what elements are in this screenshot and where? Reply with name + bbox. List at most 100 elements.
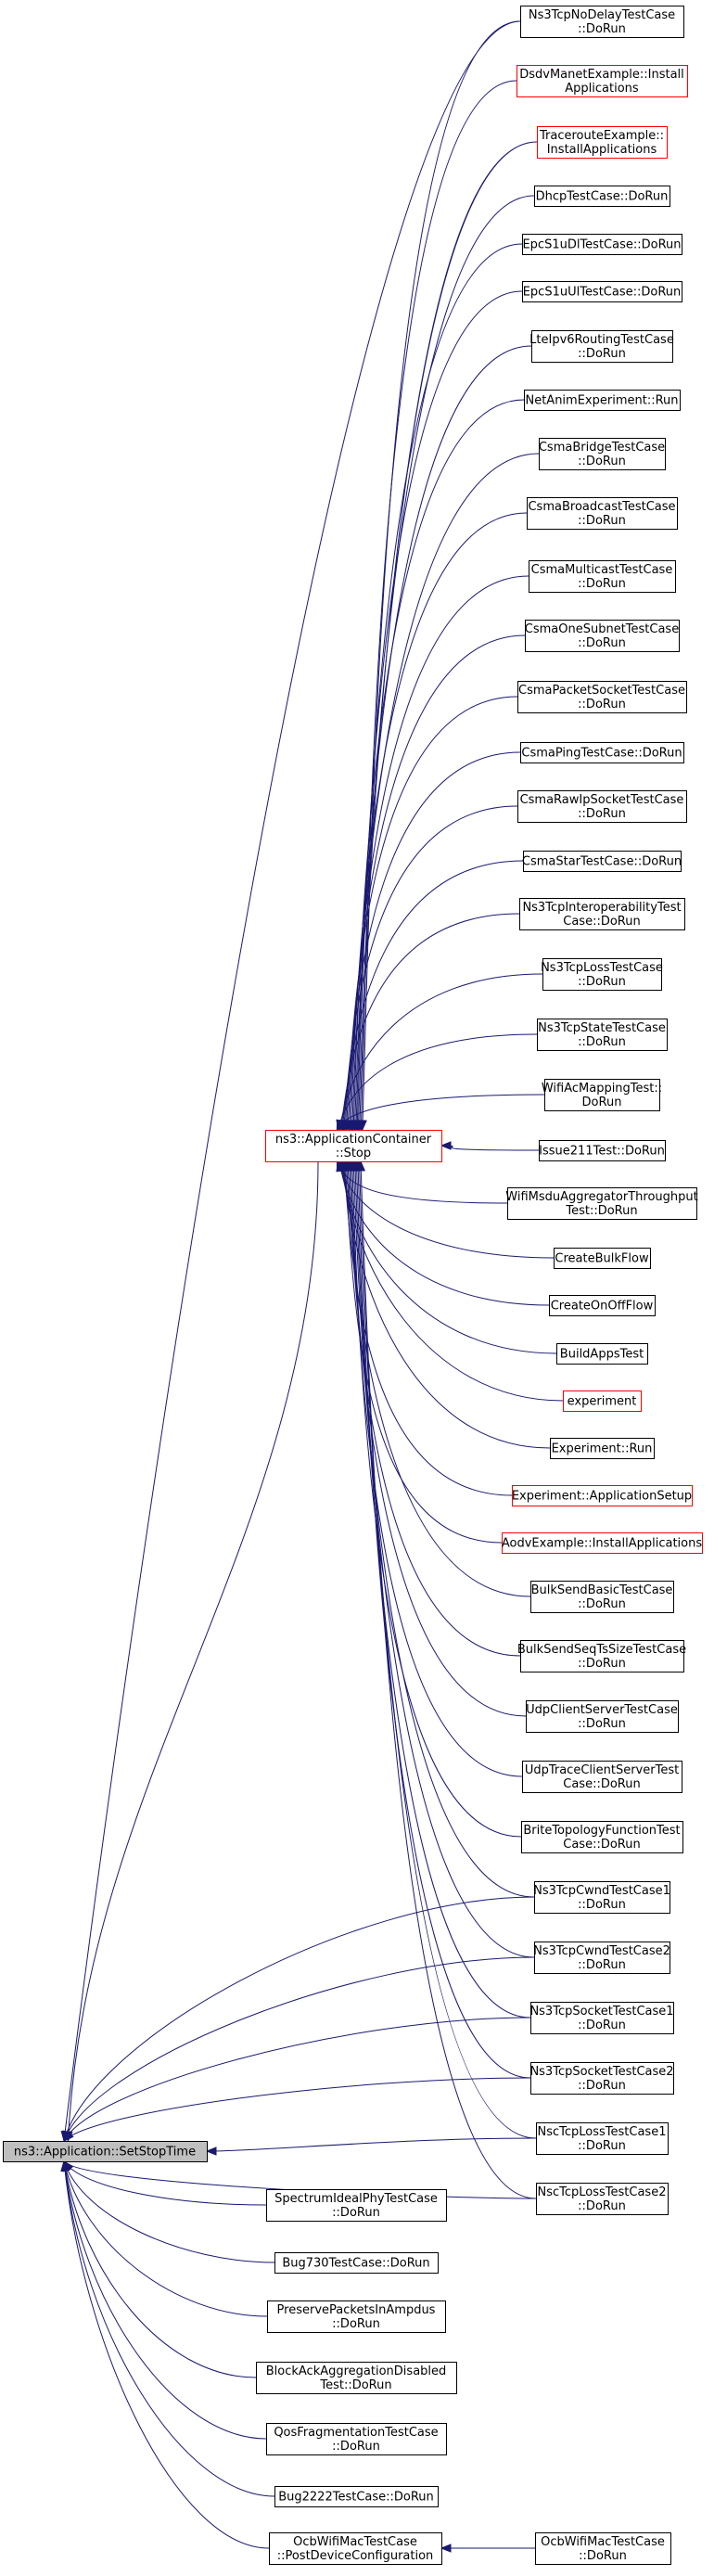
node-r39-box <box>536 2183 669 2215</box>
edge-r39-to-root <box>63 2160 537 2199</box>
node-m0[interactable]: SpectrumIdealPhyTestCase::DoRun <box>266 2189 447 2222</box>
node-r14[interactable]: CsmaRawIpSocketTestCase::DoRun <box>517 790 687 823</box>
node-root[interactable]: ns3::Application::SetStopTime <box>3 2141 208 2162</box>
node-m0-label-line-1: ::DoRun <box>332 2206 380 2220</box>
node-r11[interactable]: CsmaOneSubnetTestCase::DoRun <box>525 620 680 652</box>
node-m4[interactable]: QosFragmentationTestCase::DoRun <box>266 2423 447 2455</box>
node-r39-label-line-1: ::DoRun <box>578 2199 626 2213</box>
node-m2[interactable]: PreservePacketsInAmpdus::DoRun <box>267 2300 446 2333</box>
node-r9-label-line-0: CsmaBroadcastTestCase <box>528 500 675 514</box>
node-r0[interactable]: Ns3TcpNoDelayTestCase::DoRun <box>520 6 684 38</box>
node-r22[interactable]: CreateBulkFlow <box>554 1248 651 1269</box>
node-appstop[interactable]: ns3::ApplicationContainer::Stop <box>265 1130 442 1162</box>
node-r9[interactable]: CsmaBroadcastTestCase::DoRun <box>527 497 678 530</box>
edge-r20-to-appstop-arrowhead <box>440 1141 452 1150</box>
node-o0[interactable]: OcbWifiMacTestCase::DoRun <box>535 2532 671 2565</box>
node-r2[interactable]: TracerouteExample::InstallApplications <box>537 126 668 159</box>
nodes-layer: ns3::Application::SetStopTime ns3::Applic… <box>3 6 703 2565</box>
node-r7[interactable]: NetAnimExperiment::Run <box>524 390 681 411</box>
node-r36[interactable]: Ns3TcpSocketTestCase1::DoRun <box>529 2002 674 2034</box>
node-r28[interactable]: AodvExample::InstallApplications <box>502 1532 703 1554</box>
node-r15-label-line-0: CsmaStarTestCase::DoRun <box>522 855 682 869</box>
node-r38-box <box>536 2122 669 2155</box>
node-r17[interactable]: Ns3TcpLossTestCase::DoRun <box>541 958 663 991</box>
node-r34[interactable]: Ns3TcpCwndTestCase1::DoRun <box>533 1881 670 1914</box>
node-m2-label-line-1: ::DoRun <box>332 2317 380 2331</box>
node-r35-box <box>534 1942 670 1974</box>
node-r25[interactable]: experiment <box>563 1391 642 1412</box>
edge-r37-to-root-arrowhead <box>63 2131 74 2142</box>
node-m4-label-line-0: QosFragmentationTestCase <box>274 2426 438 2440</box>
node-r29[interactable]: BulkSendBasicTestCase::DoRun <box>530 1581 674 1613</box>
node-m2-box <box>267 2300 446 2333</box>
edge-r35-to-appstop <box>354 1160 535 1958</box>
node-r37[interactable]: Ns3TcpSocketTestCase2::DoRun <box>529 2062 674 2095</box>
node-r1[interactable]: DsdvManetExample::InstallApplications <box>517 65 688 97</box>
edge-r36-to-appstop <box>355 1160 531 2019</box>
node-r20[interactable]: Issue211Test::DoRun <box>539 1140 666 1161</box>
node-r27[interactable]: Experiment::ApplicationSetup <box>512 1485 693 1506</box>
node-r4-label-line-0: EpcS1uDlTestCase::DoRun <box>522 238 681 252</box>
node-r6[interactable]: LteIpv6RoutingTestCase::DoRun <box>529 330 674 363</box>
node-r12[interactable]: CsmaPacketSocketTestCase::DoRun <box>517 681 687 713</box>
node-r10[interactable]: CsmaMulticastTestCase::DoRun <box>529 560 676 593</box>
node-r1-label-line-0: DsdvManetExample::Install <box>519 68 684 82</box>
node-r14-label-line-0: CsmaRawIpSocketTestCase <box>520 793 684 807</box>
edge-r1-to-appstop <box>360 80 517 1131</box>
node-r1-box <box>517 65 688 97</box>
node-r30-label-line-0: BulkSendSeqTsSizeTestCase <box>517 1643 686 1657</box>
node-m6[interactable]: OcbWifiMacTestCase::PostDeviceConfigurat… <box>269 2532 442 2565</box>
edge-r4-to-appstop <box>356 243 523 1131</box>
node-r8-box <box>539 438 666 470</box>
node-r5[interactable]: EpcS1uUlTestCase::DoRun <box>522 281 682 302</box>
node-r23[interactable]: CreateOnOffFlow <box>549 1295 656 1316</box>
edge-r6-to-appstop <box>353 345 532 1131</box>
node-r20-box <box>539 1140 666 1161</box>
node-r15[interactable]: CsmaStarTestCase::DoRun <box>522 851 682 872</box>
edge-r8-to-appstop <box>351 453 540 1131</box>
node-r3[interactable]: DhcpTestCase::DoRun <box>534 186 670 207</box>
node-r13[interactable]: CsmaPingTestCase::DoRun <box>520 742 684 763</box>
node-r4-box <box>522 234 682 255</box>
node-r30[interactable]: BulkSendSeqTsSizeTestCase::DoRun <box>517 1640 686 1672</box>
edge-r9-to-appstop <box>350 512 528 1131</box>
node-appstop-label-line-0: ns3::ApplicationContainer <box>275 1133 432 1147</box>
node-r12-label-line-1: ::DoRun <box>578 698 626 711</box>
node-r31[interactable]: UdpClientServerTestCase::DoRun <box>526 1700 679 1733</box>
edges-layer <box>60 20 564 2553</box>
node-r19[interactable]: WifiAcMappingTest::DoRun <box>542 1079 662 1111</box>
node-r2-box <box>537 126 668 159</box>
node-r18[interactable]: Ns3TcpStateTestCase::DoRun <box>537 1019 668 1051</box>
node-r35[interactable]: Ns3TcpCwndTestCase2::DoRun <box>533 1942 670 1974</box>
node-r38[interactable]: NscTcpLossTestCase1::DoRun <box>536 2122 669 2155</box>
node-r4[interactable]: EpcS1uDlTestCase::DoRun <box>522 234 682 255</box>
node-r20-label-line-0: Issue211Test::DoRun <box>539 1145 665 1159</box>
node-r8[interactable]: CsmaBridgeTestCase::DoRun <box>539 438 666 470</box>
node-r24[interactable]: BuildAppsTest <box>556 1343 648 1365</box>
node-r33-box <box>521 1821 683 1853</box>
node-r32-label-line-1: Case::DoRun <box>563 1777 640 1791</box>
node-r21-label-line-0: WifiMsduAggregatorThroughput <box>505 1190 697 1204</box>
edge-m6-to-root-arrowhead <box>60 2159 70 2172</box>
node-r24-box <box>556 1343 648 1365</box>
node-m1[interactable]: Bug730TestCase::DoRun <box>274 2252 439 2274</box>
node-r39[interactable]: NscTcpLossTestCase2::DoRun <box>536 2183 669 2215</box>
node-r3-label-line-0: DhcpTestCase::DoRun <box>536 190 669 204</box>
node-r29-label-line-1: ::DoRun <box>578 1597 626 1611</box>
node-m5[interactable]: Bug2222TestCase::DoRun <box>274 2486 439 2507</box>
node-r26[interactable]: Experiment::Run <box>550 1438 655 1459</box>
node-r39-label-line-0: NscTcpLossTestCase2 <box>538 2185 667 2199</box>
node-r19-label-line-1: DoRun <box>582 1096 622 1109</box>
node-m0-box <box>266 2189 447 2222</box>
node-m3-box <box>256 2362 457 2394</box>
node-r6-label-line-0: LteIpv6RoutingTestCase <box>529 333 674 347</box>
node-r13-box <box>520 742 684 763</box>
node-r25-box <box>563 1391 642 1412</box>
node-m1-label-line-0: Bug730TestCase::DoRun <box>282 2257 429 2271</box>
node-m3-label-line-1: Test::DoRun <box>319 2378 391 2392</box>
